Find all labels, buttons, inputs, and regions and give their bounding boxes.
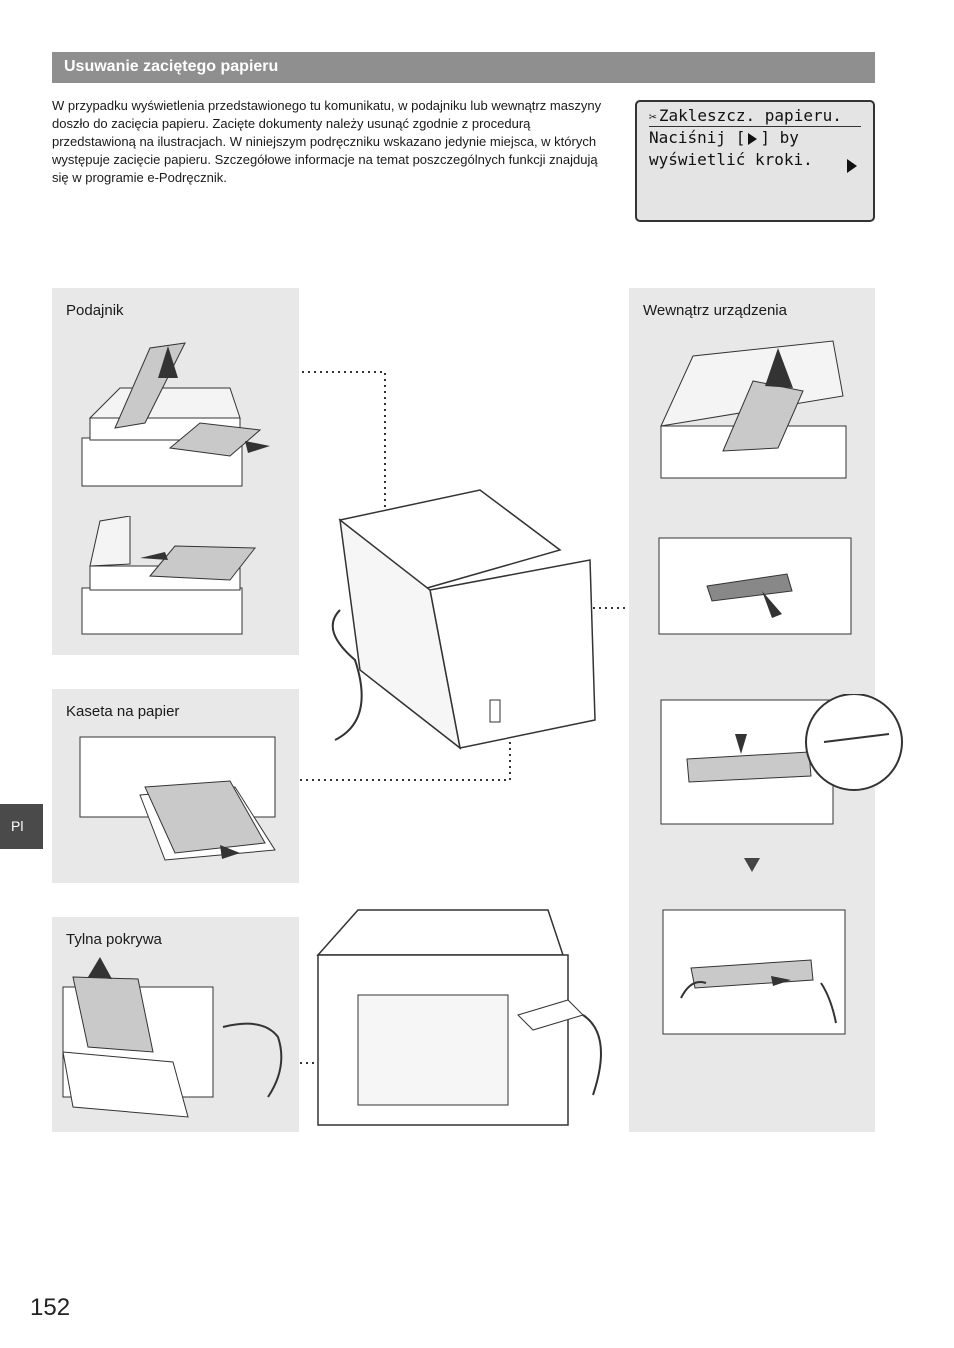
lcd-line-1: ✂Zakleszcz. papieru. xyxy=(649,106,861,127)
inside-illustration-4 xyxy=(662,909,846,1035)
next-arrow-icon xyxy=(847,159,857,173)
inside-illustration-1 xyxy=(660,340,847,479)
lcd-line-2: Naciśnij [] by xyxy=(649,128,799,147)
feeder-illustration-1 xyxy=(81,342,270,487)
panel-cassette: Kaseta na papier xyxy=(52,689,299,883)
page-number: 152 xyxy=(30,1294,71,1321)
machine-front-illustration xyxy=(300,371,628,781)
panel-cassette-label: Kaseta na papier xyxy=(66,703,180,720)
inside-illustration-2 xyxy=(658,537,852,635)
feeder-illustration-2 xyxy=(81,516,257,635)
machine-rear-illustration xyxy=(300,909,602,1126)
paper-jam-icon: ✂ xyxy=(649,110,657,125)
intro-paragraph: W przypadku wyświetlenia przedstawionego… xyxy=(52,98,602,185)
lcd-line-3: wyświetlić kroki. xyxy=(649,150,813,169)
panel-rear-cover-label: Tylna pokrywa xyxy=(66,931,162,948)
cassette-illustration xyxy=(79,736,276,861)
panel-feeder: Podajnik xyxy=(52,288,299,655)
panel-inside-label: Wewnątrz urządzenia xyxy=(643,302,787,319)
panel-inside: Wewnątrz urządzenia xyxy=(629,288,903,1132)
language-tab: Pl xyxy=(0,804,43,849)
rear-cover-illustration xyxy=(62,957,283,1118)
section-title: Usuwanie zaciętego papieru xyxy=(52,52,875,83)
panel-rear-cover: Tylna pokrywa xyxy=(52,917,299,1132)
panel-feeder-label: Podajnik xyxy=(66,302,124,319)
lcd-display: ✂Zakleszcz. papieru. Naciśnij [] by wyśw… xyxy=(635,100,875,222)
right-arrow-icon xyxy=(748,132,758,145)
step-arrow-icon xyxy=(744,858,760,872)
inside-illustration-3 xyxy=(660,694,903,825)
